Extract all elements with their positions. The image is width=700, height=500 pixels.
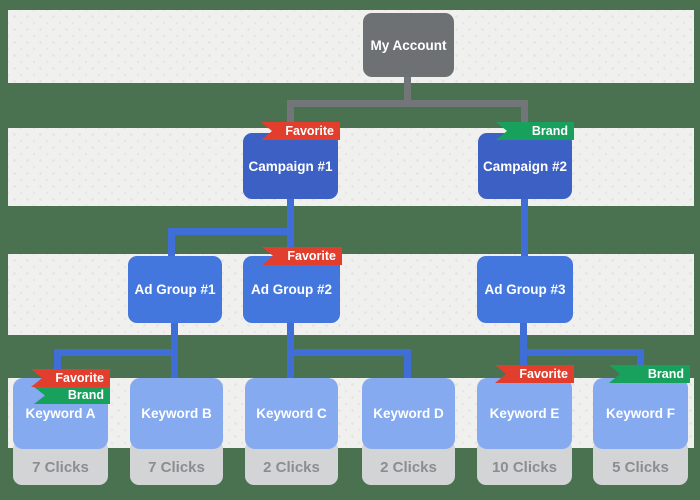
ribbon-brand-campaign-2[interactable]: Brand <box>496 122 574 140</box>
connector <box>168 228 175 258</box>
ribbon-favorite-ad-group-2[interactable]: Favorite <box>262 247 342 265</box>
clicks-label: 7 Clicks <box>32 459 89 476</box>
connector <box>287 349 411 356</box>
connector <box>287 196 294 258</box>
connector <box>287 100 528 107</box>
node-ad-group-1[interactable]: Ad Group #1 <box>128 256 222 323</box>
node-keyword-e[interactable]: Keyword E <box>477 378 572 449</box>
connector <box>54 349 178 356</box>
node-my-account[interactable]: My Account <box>363 13 454 77</box>
row-band-keywords <box>8 378 694 448</box>
node-ad-group-2[interactable]: Ad Group #2 <box>243 256 340 323</box>
ribbon-favorite-campaign-1[interactable]: Favorite <box>261 122 340 140</box>
connector <box>168 228 294 235</box>
ribbon-brand-keyword-a[interactable]: Brand <box>34 387 110 404</box>
connector <box>521 100 528 134</box>
clicks-label: 2 Clicks <box>263 459 320 476</box>
node-keyword-c[interactable]: Keyword C <box>245 378 338 449</box>
connector <box>404 76 411 103</box>
clicks-label: 5 Clicks <box>612 459 669 476</box>
connector <box>287 100 294 134</box>
connector <box>54 349 61 378</box>
row-band-campaigns <box>8 128 694 206</box>
row-band-account <box>8 10 694 83</box>
clicks-label: 7 Clicks <box>148 459 205 476</box>
node-campaign-1[interactable]: Campaign #1 <box>243 133 338 199</box>
connector <box>520 349 644 356</box>
clicks-label: 2 Clicks <box>380 459 437 476</box>
node-keyword-f[interactable]: Keyword F <box>593 378 688 449</box>
node-keyword-b[interactable]: Keyword B <box>130 378 223 449</box>
row-band-adgroups <box>8 254 694 335</box>
node-keyword-d[interactable]: Keyword D <box>362 378 455 449</box>
node-ad-group-3[interactable]: Ad Group #3 <box>477 256 573 323</box>
connector <box>521 196 528 258</box>
connector <box>637 349 644 378</box>
clicks-label: 10 Clicks <box>491 459 558 476</box>
ribbon-favorite-keyword-a[interactable]: Favorite <box>31 369 110 387</box>
ribbon-brand-keyword-f[interactable]: Brand <box>609 365 690 383</box>
node-campaign-2[interactable]: Campaign #2 <box>478 133 572 199</box>
ribbon-favorite-keyword-e[interactable]: Favorite <box>495 365 574 383</box>
connector <box>404 349 411 378</box>
